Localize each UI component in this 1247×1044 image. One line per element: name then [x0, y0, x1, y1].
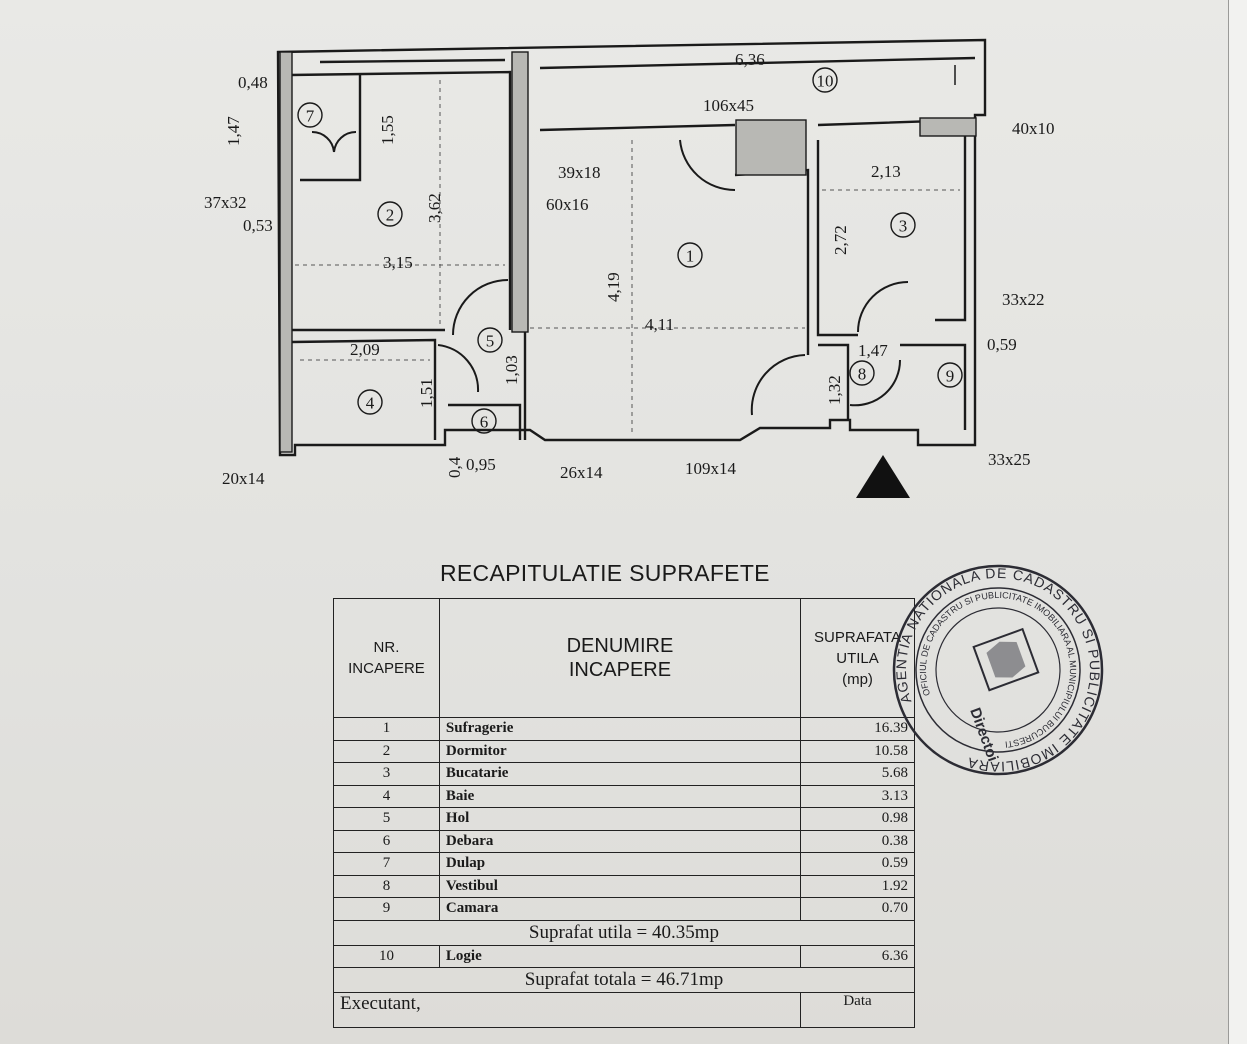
annot-33x22: 33x22 [1002, 290, 1045, 309]
floor-plan: 1 2 3 4 5 6 7 8 9 10 4,19 4,11 3,62 3,15… [204, 38, 1055, 498]
paper-edge [1228, 0, 1247, 1044]
room-dimensions: 4,19 4,11 3,62 3,15 2,13 2,72 2,09 1,51 … [350, 50, 1017, 474]
dim-room10: 6,36 [735, 50, 765, 69]
svg-text:10: 10 [817, 72, 834, 91]
total-row: Suprafat totala = 46.71mp [333, 967, 915, 993]
room2-wall [289, 70, 512, 330]
room4-wall [291, 338, 437, 440]
dim-room6: 0,95 [466, 455, 496, 474]
svg-text:8: 8 [858, 365, 867, 384]
outer-wall [276, 38, 987, 457]
wall-annotations: 0,48 1,47 37x32 0,53 39x18 60x16 106x45 … [204, 73, 1055, 488]
svg-text:3: 3 [899, 217, 908, 236]
annot-106x45: 106x45 [703, 96, 754, 115]
svg-text:4: 4 [366, 394, 375, 413]
dim-room1-b: 4,11 [645, 315, 674, 334]
annot-39x18: 39x18 [558, 163, 601, 182]
annot-048: 0,48 [238, 73, 268, 92]
entrance-arrow-icon [856, 455, 910, 498]
wall-column [511, 51, 529, 333]
annot-053: 0,53 [243, 216, 273, 235]
svg-text:5: 5 [486, 332, 495, 351]
subtotal-row: Suprafat utila = 40.35mp [333, 919, 915, 946]
annot-109x14: 109x14 [685, 459, 737, 478]
dim-room7: 1,55 [378, 115, 397, 145]
dim-room4-a: 2,09 [350, 340, 380, 359]
svg-text:2: 2 [386, 206, 395, 225]
dim-room3-a: 2,13 [871, 162, 901, 181]
dim-room4-b: 1,51 [417, 378, 436, 408]
official-stamp: AGENTIA NATIONALA DE CADASTRU SI PUBLICI… [888, 560, 1108, 780]
dim-room8-a: 1,47 [858, 341, 888, 360]
coat-of-arms-icon [972, 627, 1040, 692]
room-5-label: 5 [477, 327, 503, 353]
header-nr: NR.INCAPERE [333, 598, 440, 718]
annot-40x10: 40x10 [1012, 119, 1055, 138]
annot-147: 1,47 [224, 116, 243, 146]
annot-33x25: 33x25 [988, 450, 1031, 469]
svg-text:9: 9 [946, 367, 955, 386]
executant-label: Executant, [333, 992, 801, 1028]
room7-wall [300, 75, 362, 182]
room-4-label: 4 [357, 389, 383, 415]
room9-wall [900, 343, 967, 430]
dim-room8-b: 1,32 [825, 375, 844, 405]
room-2-label: 2 [377, 201, 403, 227]
dim-room2-a: 3,62 [425, 193, 444, 223]
room-labels: 1 2 3 4 5 6 7 8 9 10 [297, 67, 963, 434]
recap-title: RECAPITULATIE SUPRAFETE [440, 560, 770, 586]
annot-37x32: 37x32 [204, 193, 247, 212]
room-7-label: 7 [297, 102, 323, 128]
dim-room2-b: 3,15 [383, 253, 413, 272]
svg-text:6: 6 [480, 413, 489, 432]
data-label: Data [800, 992, 915, 1028]
annot-20x14: 20x14 [222, 469, 265, 488]
svg-text:1: 1 [686, 247, 695, 266]
wall-block [735, 119, 807, 176]
svg-text:7: 7 [306, 107, 315, 126]
door-arc [679, 139, 736, 192]
dim-room9: 0,59 [987, 335, 1017, 354]
annot-60x16: 60x16 [546, 195, 589, 214]
annot-26x14: 26x14 [560, 463, 603, 482]
dim-room1-a: 4,19 [604, 272, 623, 302]
room-1-label: 1 [677, 242, 703, 268]
room3-wall [817, 118, 967, 322]
signature-row: Executant, Data [333, 992, 915, 1028]
dim-room3-b: 2,72 [831, 225, 850, 255]
room-8-label: 8 [849, 360, 875, 386]
annot-04: 0,4 [445, 456, 464, 478]
room6-wall [448, 403, 522, 440]
room8-wall [818, 343, 850, 420]
room-3-label: 3 [890, 212, 916, 238]
room-6-label: 6 [471, 408, 497, 434]
room-9-label: 9 [937, 362, 963, 388]
room-10-label: 10 [812, 67, 838, 93]
dim-room5: 1,03 [502, 355, 521, 385]
